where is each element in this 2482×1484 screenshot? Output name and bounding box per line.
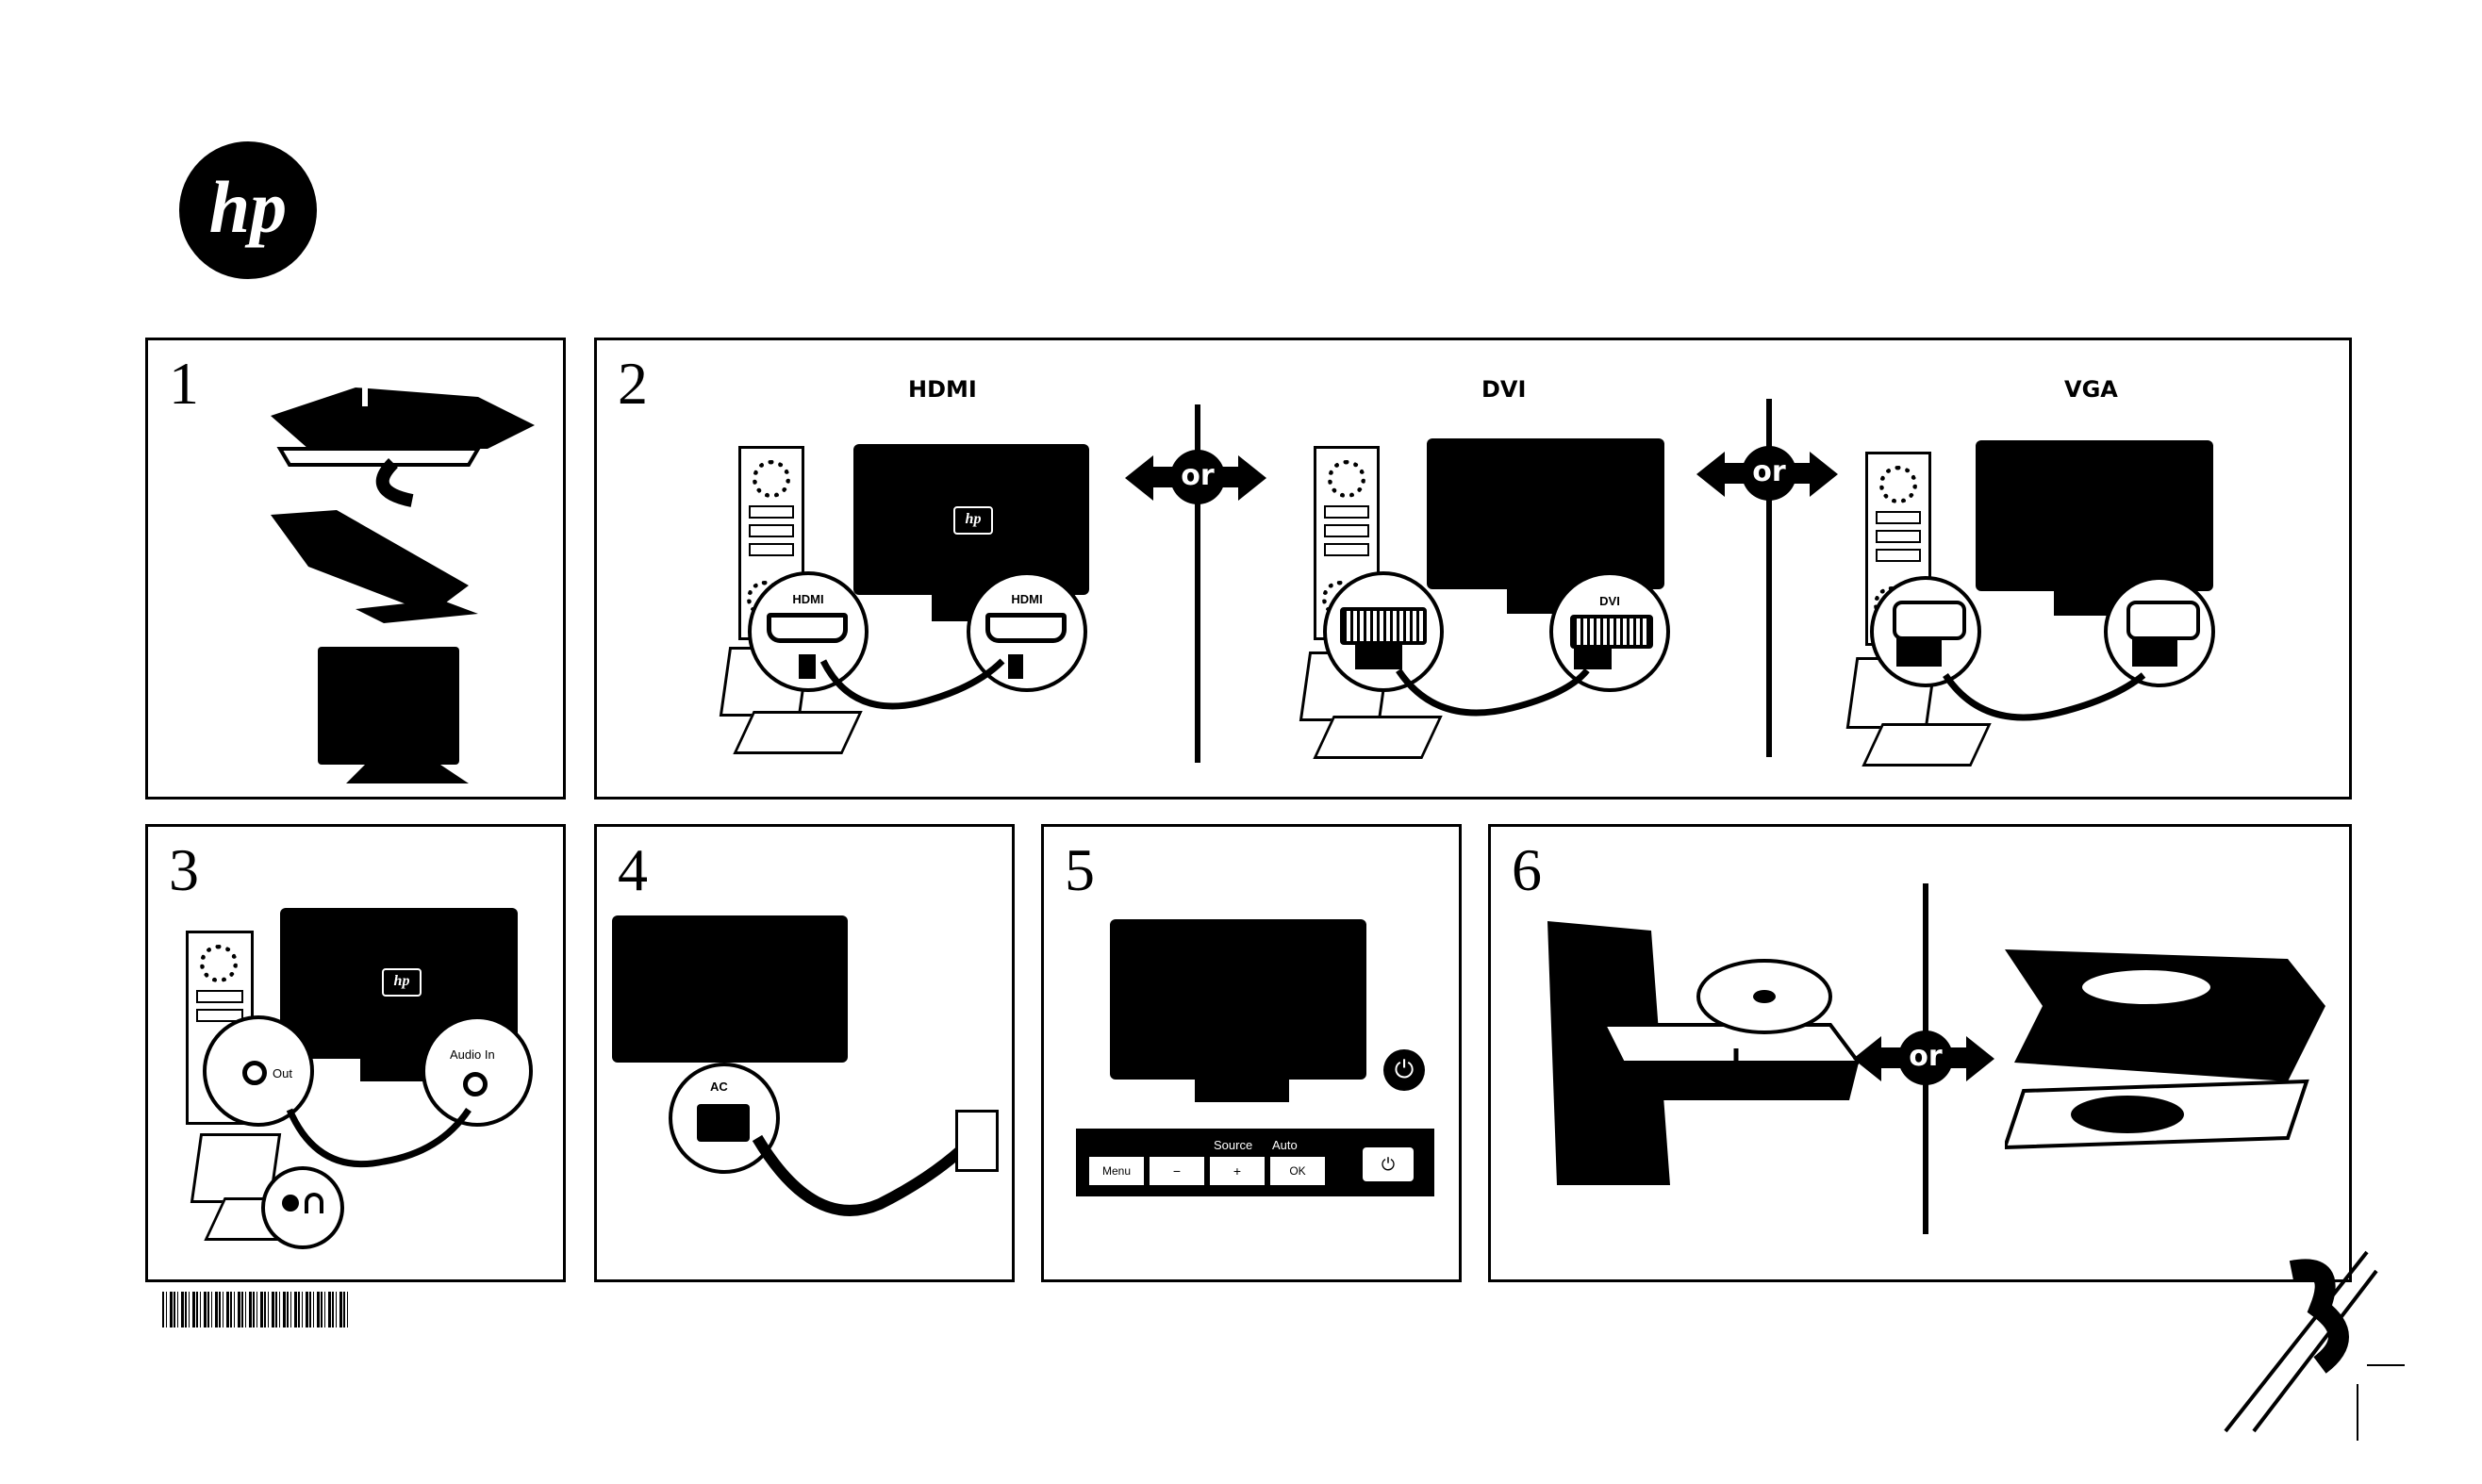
step-6-panel: 6 or [1488, 824, 2352, 1282]
step-number: 4 [618, 840, 648, 900]
hp-logo-text: hp [209, 166, 287, 248]
step-number: 1 [169, 354, 199, 414]
step-3-panel: 3 hp Out Audio In [145, 824, 566, 1282]
disc-tray-laptop [2005, 949, 2325, 1166]
monitor-back [1976, 440, 2213, 591]
power-icon-callout: ⏻ [1383, 1049, 1425, 1091]
ok-button[interactable]: OK [1270, 1157, 1325, 1185]
plus-button[interactable]: + [1210, 1157, 1265, 1185]
hp-logo: hp [179, 141, 317, 279]
step-2-panel: 2 HDMI DVI VGA hp HDMI HDMI or [594, 338, 2352, 800]
audio-in-label: Audio In [450, 1047, 495, 1062]
hp-badge: hp [953, 506, 993, 535]
dvi-label: DVI [1553, 594, 1666, 608]
power-button[interactable]: ⏻ [1363, 1147, 1414, 1181]
monitor-back [612, 915, 848, 1063]
dvi-title: DVI [1481, 376, 1526, 403]
step-4-panel: 4 AC [594, 824, 1015, 1282]
step-number: 6 [1512, 840, 1542, 900]
step-1-panel: 1 [145, 338, 566, 800]
vga-cable [1936, 656, 2153, 732]
disc-tray-tower [1547, 912, 1859, 1195]
hdmi-cable [814, 651, 1021, 727]
control-panel: Source Auto Menu − + OK ⏻ [1076, 1129, 1434, 1196]
hdmi-title: HDMI [908, 376, 977, 403]
or-badge: or [1170, 450, 1225, 504]
wall-outlet [955, 1110, 999, 1172]
step-number: 3 [169, 840, 199, 900]
step-5-panel: 5 ⏻ Source Auto Menu − + OK ⏻ [1041, 824, 1462, 1282]
out-label: Out [273, 1066, 292, 1080]
barcode [162, 1292, 351, 1327]
dvi-cable [1389, 651, 1606, 727]
menu-button[interactable]: Menu [1089, 1157, 1144, 1185]
minus-button[interactable]: − [1150, 1157, 1204, 1185]
monitor-back [1427, 438, 1664, 589]
source-label: Source [1214, 1138, 1252, 1152]
headphone-zoom [261, 1166, 344, 1249]
corner-mark [2216, 1243, 2405, 1441]
or-badge: or [1742, 446, 1796, 501]
or-badge: or [1898, 1031, 1953, 1085]
step-number: 5 [1065, 840, 1095, 900]
auto-label: Auto [1272, 1138, 1298, 1152]
vga-title: VGA [2064, 376, 2118, 403]
monitor-front [1110, 919, 1366, 1080]
hp-badge: hp [382, 968, 422, 997]
unpack-illustration [252, 359, 544, 783]
ac-label: AC [710, 1080, 728, 1094]
step-number: 2 [618, 354, 648, 414]
